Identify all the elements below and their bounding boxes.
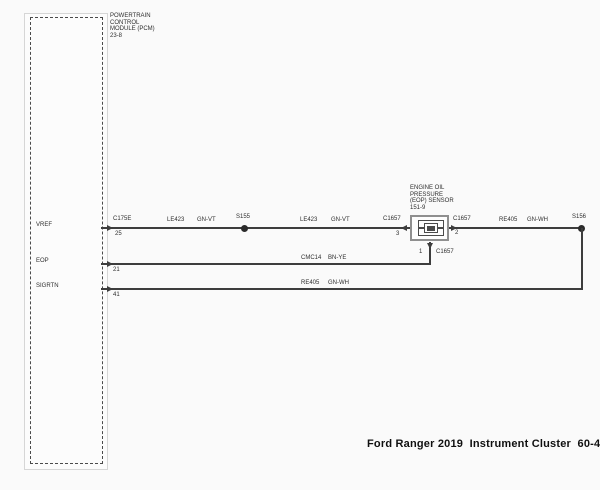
sensor-label-line: 151-9 bbox=[410, 204, 426, 211]
pcm-sigrtn-out-arrow-icon bbox=[107, 286, 113, 292]
sensor-in-arrow-icon bbox=[401, 225, 407, 231]
sensor-pin-number-low: 1 bbox=[419, 249, 423, 255]
circuit-label: CMC14 bbox=[301, 255, 322, 261]
sigrtn-wire-segment bbox=[101, 288, 583, 290]
pcm-pin-number-sigrtn: 41 bbox=[113, 292, 120, 298]
pcm-label-line: MODULE (PCM) bbox=[110, 26, 155, 32]
circuit-label: RE405 bbox=[499, 217, 518, 223]
pcm-pin-number-vref: 25 bbox=[115, 231, 122, 237]
wire-color-label: GN-VT bbox=[331, 217, 350, 223]
pcm-pin-number-eop: 21 bbox=[113, 267, 120, 273]
pcm-box-shadow bbox=[24, 13, 108, 470]
sensor-output-wire-segment bbox=[449, 227, 582, 229]
wire-color-label: GN-WH bbox=[527, 217, 548, 223]
pcm-pin-label-sigrtn: SIGRTN bbox=[36, 283, 59, 289]
circuit-label: LE423 bbox=[167, 217, 185, 223]
pcm-pin-label-vref: VREF bbox=[36, 222, 53, 228]
pcm-pin-label-eop: EOP bbox=[36, 258, 49, 264]
pcm-eop-out-arrow-icon bbox=[107, 261, 113, 267]
splice-label-s155: S155 bbox=[236, 214, 251, 220]
wire-color-label: GN-VT bbox=[197, 217, 216, 223]
sensor-connector-label-low: C1657 bbox=[436, 249, 454, 255]
eop-wire-segment bbox=[101, 263, 431, 265]
circuit-label: RE405 bbox=[301, 280, 320, 286]
sensor-connector-label-in: C1657 bbox=[383, 216, 401, 222]
sensor-low-lead-wire bbox=[429, 242, 431, 265]
s156-drop-wire bbox=[581, 228, 583, 290]
pcm-vref-out-arrow-icon bbox=[107, 225, 113, 231]
pcm-connector-label: C175E bbox=[113, 216, 132, 222]
sensor-low-arrow-icon bbox=[427, 243, 433, 249]
sensor-out-arrow-icon bbox=[451, 225, 457, 231]
splice-dot-s155 bbox=[241, 225, 248, 232]
circuit-label: LE423 bbox=[300, 217, 318, 223]
sensor-label: ENGINE OIL PRESSURE (EOP) SENSOR 151-9 bbox=[410, 185, 454, 211]
vref-wire-segment bbox=[101, 227, 410, 229]
sensor-label-line: ENGINE OIL bbox=[410, 185, 445, 191]
splice-label-s156: S156 bbox=[572, 214, 587, 220]
pcm-dashed-box bbox=[30, 17, 103, 464]
pcm-label-line: CONTROL bbox=[110, 19, 140, 26]
eop-sensor-element-fill bbox=[427, 226, 435, 231]
pcm-label-line: 23-8 bbox=[110, 32, 123, 39]
wire-color-label: BN-YE bbox=[328, 255, 347, 261]
sensor-connector-label-out: C1657 bbox=[453, 216, 471, 222]
pcm-label: POWERTRAIN CONTROL MODULE (PCM) 23-8 bbox=[110, 13, 155, 39]
sensor-label-line: PRESSURE bbox=[410, 191, 444, 198]
sensor-label-line: (EOP) SENSOR bbox=[410, 198, 454, 204]
sensor-pin-number-in: 3 bbox=[396, 231, 400, 237]
sensor-pin-number-out: 2 bbox=[455, 230, 459, 236]
eop-sensor-inner-box bbox=[418, 220, 444, 236]
page-title: Ford Ranger 2019 Instrument Cluster 60-4 bbox=[367, 438, 600, 450]
pcm-label-line: POWERTRAIN bbox=[110, 13, 151, 19]
wire-color-label: GN-WH bbox=[328, 280, 349, 286]
